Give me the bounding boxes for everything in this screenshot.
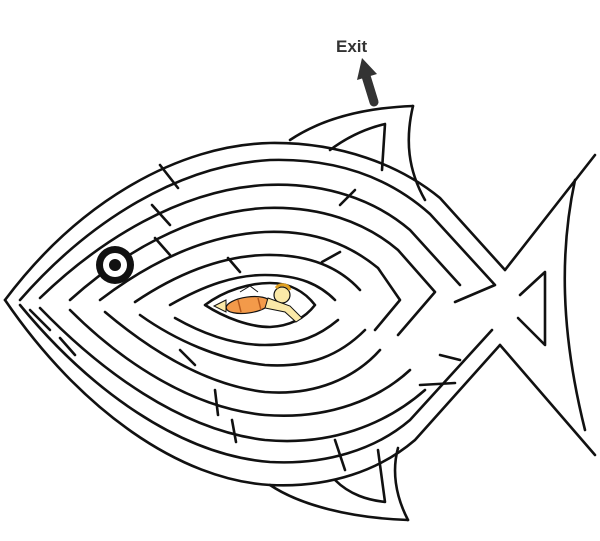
connector-walls	[28, 163, 462, 472]
jonah-in-fish[interactable]	[212, 283, 303, 323]
center-chamber	[203, 281, 317, 329]
bottom-fin-wall	[268, 446, 410, 522]
top-fin-wall	[288, 104, 427, 202]
exit-label: Exit	[336, 37, 368, 56]
outer-wall	[3, 141, 507, 487]
arrow-up-icon	[357, 58, 379, 107]
fish-eye-icon	[96, 246, 134, 284]
tail-wall	[498, 153, 597, 457]
